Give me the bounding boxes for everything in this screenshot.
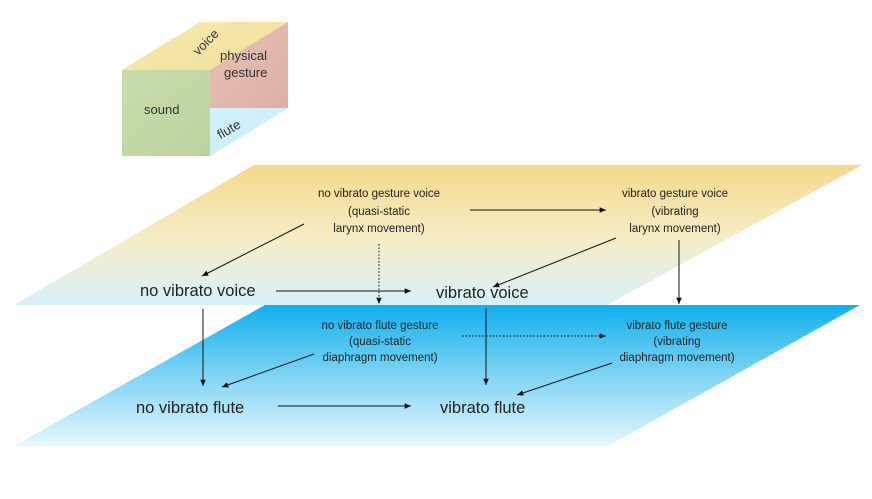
flute-no-vibrato-sound: no vibrato flute — [136, 399, 244, 417]
flute-vibrato-gesture-line3: diaphragm movement) — [619, 352, 734, 364]
voice-plane — [14, 165, 862, 305]
cube-top-face-voice — [122, 22, 288, 70]
cube-legend: voice physical gesture sound flute — [122, 22, 288, 156]
cube-right-face-physical-gesture-2 — [210, 22, 288, 108]
arrow-no-vibrato-gesture-to-no-vibrato-voice — [201, 223, 305, 277]
voice-vibrato-gesture-line1: vibrato gesture voice — [622, 188, 728, 200]
flute-no-vibrato-gesture-line2: (quasi-static — [349, 336, 411, 348]
voice-vibrato-gesture-line3: larynx movement) — [629, 223, 721, 235]
voice-vibrato-sound: vibrato voice — [436, 284, 529, 302]
voice-vibrato-gesture-line2: (vibrating — [651, 206, 698, 218]
flute-plane-labels: no vibrato flute gesture (quasi-static d… — [136, 320, 735, 417]
flute-vibrato-gesture-line2: (vibrating — [653, 336, 700, 348]
flute-no-vibrato-gesture-line1: no vibrato flute gesture — [322, 320, 439, 332]
flute-vibrato-sound: vibrato flute — [440, 399, 525, 417]
voice-plane-labels: no vibrato gesture voice (quasi-static l… — [140, 188, 728, 302]
flute-vibrato-gesture-line1: vibrato flute gesture — [626, 320, 727, 332]
cube-front-face-sound — [122, 70, 210, 156]
arrow-no-vibrato-flute-gesture-to-no-vibrato-flute — [221, 353, 315, 388]
cube-label-sound: sound — [144, 102, 179, 117]
flute-plane — [14, 305, 860, 446]
arrow-vibrato-gesture-to-vibrato-voice — [492, 237, 617, 288]
voice-no-vibrato-sound: no vibrato voice — [140, 282, 256, 300]
voice-no-vibrato-gesture-line2: (quasi-static — [348, 206, 410, 218]
arrows — [200, 207, 682, 409]
cube-label-physical: physical — [220, 48, 267, 63]
cube-label-gesture: gesture — [224, 65, 267, 80]
arrow-vibrato-flute-gesture-to-vibrato-flute — [516, 362, 613, 396]
flute-no-vibrato-gesture-line3: diaphragm movement) — [322, 352, 437, 364]
voice-no-vibrato-gesture-line1: no vibrato gesture voice — [318, 188, 440, 200]
voice-no-vibrato-gesture-line3: larynx movement) — [333, 223, 425, 235]
